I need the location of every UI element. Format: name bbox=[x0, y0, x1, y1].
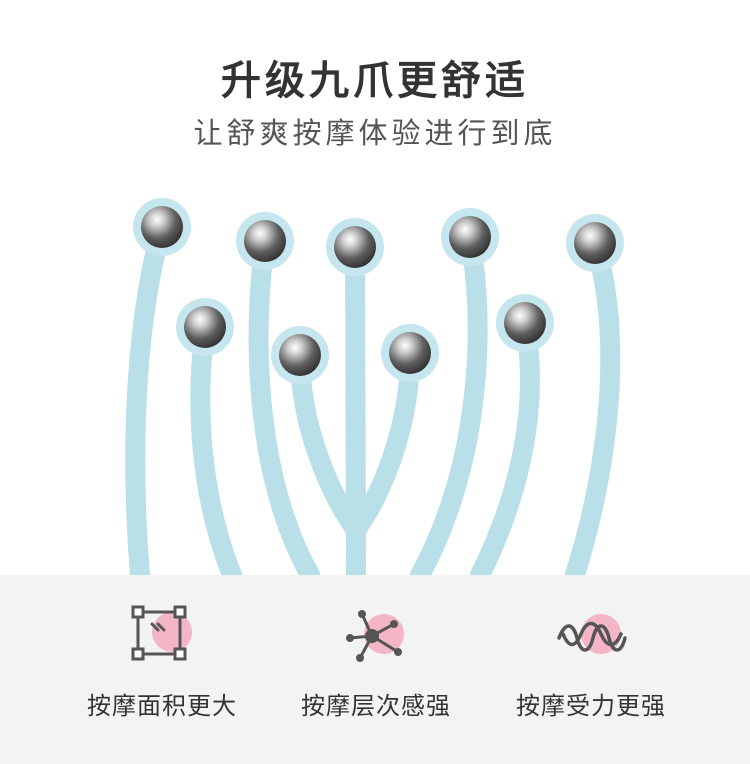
massage-balls bbox=[133, 198, 624, 384]
feature-label: 按摩面积更大 bbox=[87, 692, 237, 720]
nine-claw-massager-image bbox=[125, 198, 624, 575]
feature-label: 按摩层次感强 bbox=[301, 692, 451, 720]
network-nodes-icon bbox=[336, 600, 416, 670]
wave-force-icon bbox=[551, 600, 631, 670]
page-subtitle: 让舒爽按摩体验进行到底 bbox=[193, 116, 557, 150]
area-frame-icon bbox=[122, 600, 202, 670]
feature-layered-massage: 按摩层次感强 bbox=[266, 600, 486, 740]
page-title: 升级九爪更舒适 bbox=[221, 58, 529, 104]
feature-label: 按摩受力更强 bbox=[516, 692, 666, 720]
feature-band bbox=[0, 575, 750, 764]
feature-larger-area: 按摩面积更大 bbox=[52, 600, 272, 740]
feature-stronger-force: 按摩受力更强 bbox=[481, 600, 701, 740]
